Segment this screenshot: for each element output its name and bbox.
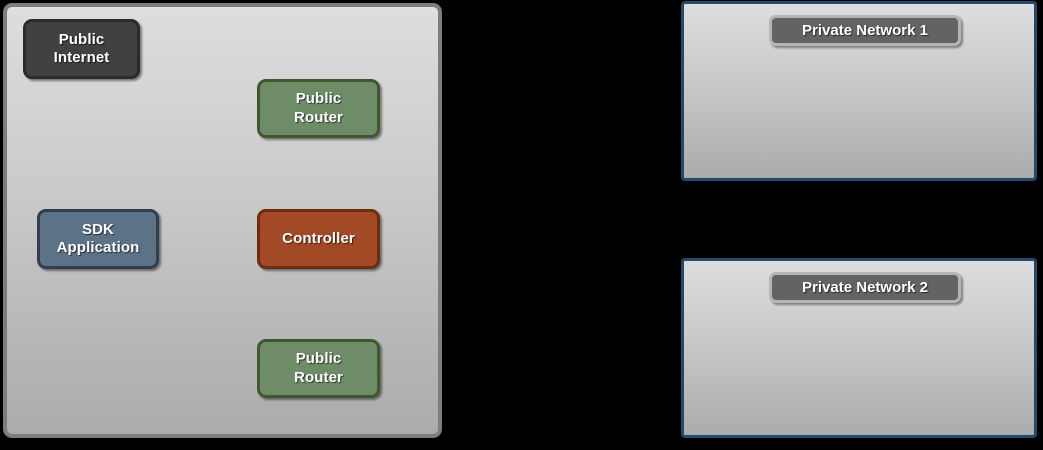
public-zone-panel: Public Internet Public Router SDK Applic… [3, 3, 442, 438]
private-network-2-badge: Private Network 2 [769, 272, 961, 303]
node-sdk-application[interactable]: SDK Application [37, 209, 159, 269]
private-network-1-panel: Private Network 1 Private Router Applica… [681, 1, 1037, 181]
node-public-router-bottom[interactable]: Public Router [257, 339, 380, 398]
node-public-internet[interactable]: Public Internet [23, 19, 140, 79]
private-network-2-panel: Private Network 2 Private Router Applica… [681, 258, 1037, 438]
private-network-1-badge: Private Network 1 [769, 15, 961, 46]
node-controller[interactable]: Controller [257, 209, 380, 269]
node-public-router-top[interactable]: Public Router [257, 79, 380, 138]
